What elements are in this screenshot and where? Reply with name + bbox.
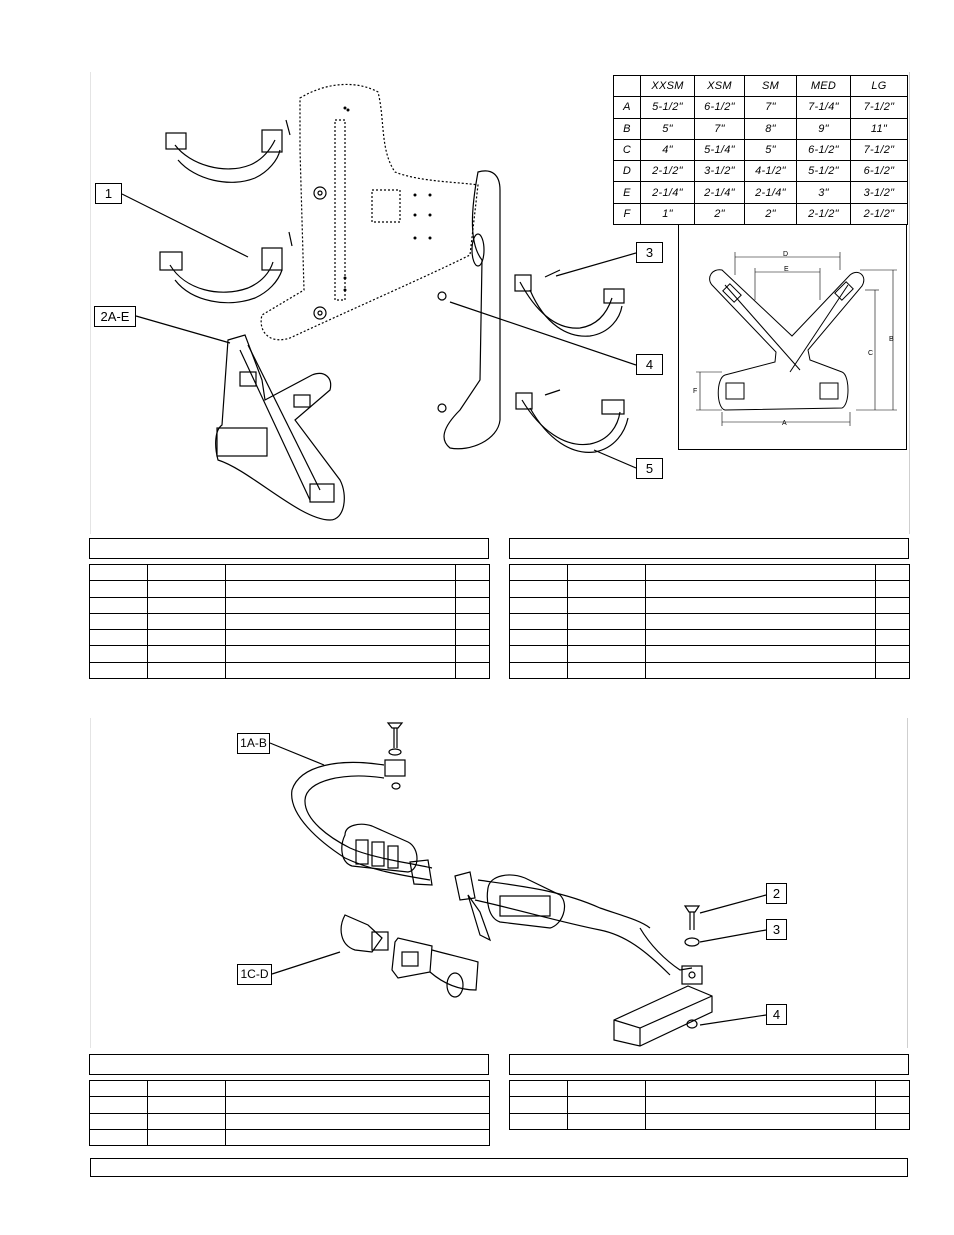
parts-table-header-bar xyxy=(509,1054,909,1075)
size-chart-row: D 2-1/2" 3-1/2" 4-1/2" 5-1/2" 6-1/2" xyxy=(613,160,908,183)
size-chart-header-row: XXSM XSM SM MED LG xyxy=(613,74,908,98)
size-chart-row: A 5-1/2" 6-1/2" 7" 7-1/4" 7-1/2" xyxy=(613,96,908,119)
callout-2a-e: 2A-E xyxy=(94,306,136,327)
size-chart-header: XSM xyxy=(694,74,745,98)
callout-4-bottom: 4 xyxy=(766,1004,787,1025)
callout-4: 4 xyxy=(636,354,663,375)
callout-3-bottom: 3 xyxy=(766,919,787,940)
parts-table-header-bar xyxy=(509,538,909,559)
dimension-diagram-box xyxy=(678,224,907,450)
size-chart-cell: 2-1/2" xyxy=(850,202,908,226)
parts-table-header-bar xyxy=(89,538,489,559)
size-chart-cell: 2-1/4" xyxy=(744,181,797,204)
size-chart-table: XXSM XSM SM MED LG A 5-1/2" 6-1/2" 7" 7-… xyxy=(613,74,908,226)
size-chart-row: C 4" 5-1/4" 5" 6-1/2" 7-1/2" xyxy=(613,138,908,162)
dimension-label-c: C xyxy=(868,350,874,357)
size-chart-cell: 6-1/2" xyxy=(796,138,851,162)
callout-3: 3 xyxy=(636,242,663,263)
top-diagram-panel xyxy=(90,72,910,534)
parts-table-right-top xyxy=(509,563,910,680)
parts-table-right-bottom xyxy=(509,1079,910,1130)
parts-table-left-top xyxy=(89,563,490,680)
callout-1c-d: 1C-D xyxy=(237,964,272,985)
bottom-diagram-panel xyxy=(90,718,908,1048)
parts-table-left-bottom xyxy=(89,1079,490,1147)
callout-2: 2 xyxy=(766,883,787,904)
dimension-label-d: D xyxy=(783,251,789,258)
callout-5: 5 xyxy=(636,458,663,479)
size-chart-cell: 6-1/2" xyxy=(694,96,745,119)
size-chart-row: F 1" 2" 2" 2-1/2" 2-1/2" xyxy=(613,202,908,226)
footer-bar xyxy=(90,1158,908,1177)
callout-1: 1 xyxy=(95,183,122,204)
size-chart-cell: 3-1/2" xyxy=(694,160,745,183)
size-chart-header: LG xyxy=(850,74,908,98)
dimension-label-b: B xyxy=(889,336,894,343)
dimension-label-f: F xyxy=(693,388,698,395)
parts-table-header-bar xyxy=(89,1054,489,1075)
size-chart-cell: 6-1/2" xyxy=(850,160,908,183)
dimension-label-a: A xyxy=(782,420,787,427)
size-chart-cell: 2-1/4" xyxy=(640,181,695,204)
dimension-label-e: E xyxy=(784,266,789,273)
size-chart-cell: 7-1/4" xyxy=(796,96,851,119)
callout-1a-b: 1A-B xyxy=(237,733,270,754)
size-chart-row: E 2-1/4" 2-1/4" 2-1/4" 3" 3-1/2" xyxy=(613,181,908,204)
size-chart-cell: 4-1/2" xyxy=(744,160,797,183)
